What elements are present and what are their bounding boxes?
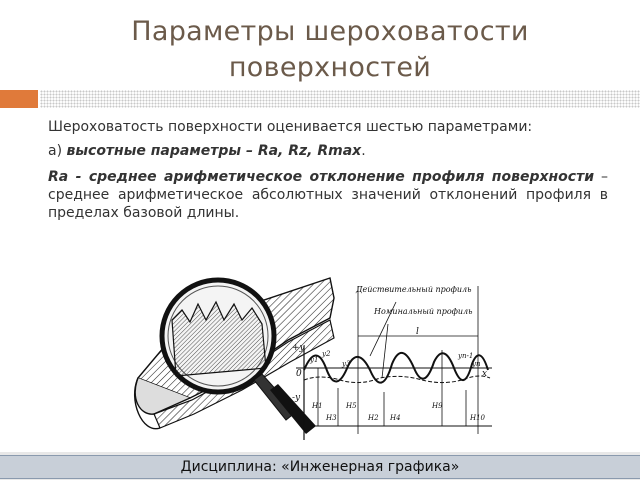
divider-dotted-line <box>40 90 640 108</box>
label-nominal-profile: Номинальный профиль <box>373 307 473 316</box>
height-params-prefix: а) <box>48 143 67 159</box>
label-zero: 0 <box>296 369 302 379</box>
intro-paragraph: Шероховатость поверхности оценивается ше… <box>48 119 533 135</box>
slide-footer: Дисциплина: «Инженерная графика» <box>0 452 640 480</box>
label-y1: y1 <box>309 356 318 364</box>
profile-diagram: Действительный профиль Номинальный профи… <box>292 285 492 440</box>
title-divider <box>0 90 640 108</box>
magnifier-icon <box>159 277 316 434</box>
label-minus-y: -y <box>292 393 301 403</box>
label-h2: H2 <box>367 414 379 422</box>
label-y2: y2 <box>321 350 331 358</box>
label-yn: yn <box>471 360 481 368</box>
slide-title-line-2: поверхностей <box>228 52 432 83</box>
label-h1: H1 <box>311 402 323 410</box>
label-plus-y: +y <box>292 343 306 353</box>
height-params-line: а) высотные параметры – Ra, Rz, Rmax. <box>48 142 608 160</box>
slide-body: Шероховатость поверхности оценивается ше… <box>48 118 608 222</box>
label-yn-1: yn-1 <box>457 352 473 360</box>
label-y3: y3 <box>341 360 351 368</box>
label-h4: H4 <box>389 414 401 422</box>
height-params-emphasis: высотные параметры – Ra, Rz, Rmax <box>66 143 362 159</box>
label-actual-profile: Действительный профиль <box>355 285 471 294</box>
label-h10: H10 <box>469 414 486 422</box>
ra-definition: – среднее арифметическое абсолютных знач… <box>48 169 608 221</box>
slide-title: Параметры шероховатости поверхностей <box>60 14 600 86</box>
footer-band: Дисциплина: «Инженерная графика» <box>0 455 640 479</box>
ra-definition-paragraph: Ra - среднее арифметическое отклонение п… <box>48 168 608 222</box>
label-x-axis: x <box>482 369 487 379</box>
roughness-illustration: Действительный профиль Номинальный профи… <box>133 277 492 440</box>
label-h5: H5 <box>345 402 357 410</box>
divider-accent-block <box>0 90 38 108</box>
label-h3: H3 <box>325 414 337 422</box>
label-h9: H9 <box>431 402 443 410</box>
slide-title-line-1: Параметры шероховатости <box>131 16 529 47</box>
footer-text: Дисциплина: «Инженерная графика» <box>180 459 460 475</box>
ra-term: Ra - среднее арифметическое отклонение п… <box>48 169 595 185</box>
label-base-length: l <box>416 327 419 337</box>
height-params-suffix: . <box>361 143 366 159</box>
